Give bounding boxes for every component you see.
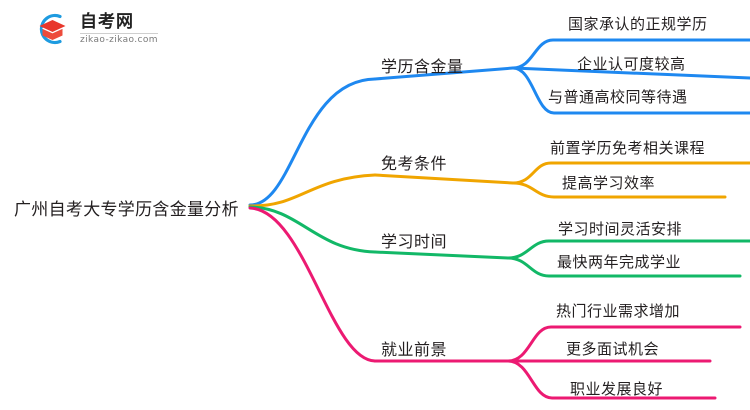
branch-2-spine (373, 173, 515, 185)
branch-connector-1 (248, 38, 750, 207)
branch-node-2[interactable]: 免考条件 (381, 156, 448, 173)
branch-1-leaf-2-link (511, 66, 750, 80)
graduation-cap-logo-icon (30, 8, 72, 50)
logo-title: 自考网 (80, 12, 134, 31)
branch-4-stem (248, 206, 377, 363)
leaf-node-2-2[interactable]: 提高学习效率 (562, 175, 656, 192)
leaf-node-1-1[interactable]: 国家承认的正规学历 (568, 16, 708, 33)
leaf-node-4-2[interactable]: 更多面试机会 (566, 341, 660, 358)
branch-3-stem (248, 205, 377, 254)
leaf-node-2-1[interactable]: 前置学历免考相关课程 (550, 140, 706, 157)
branch-1-leaf-3-link (511, 66, 750, 115)
leaf-node-3-2[interactable]: 最快两年完成学业 (557, 254, 682, 271)
branch-connector-3 (248, 205, 750, 278)
branch-node-4[interactable]: 就业前景 (381, 342, 448, 359)
branch-1-stem (248, 77, 377, 207)
leaf-node-3-1[interactable]: 学习时间灵活安排 (558, 221, 683, 238)
branch-3-leaf-2-link (506, 256, 742, 278)
logo-text-block: 自考网 zikao-zikao.com (80, 13, 158, 45)
branch-2-stem (248, 173, 377, 208)
leaf-node-1-2[interactable]: 企业认可度较高 (577, 56, 686, 73)
branch-1-spine (373, 66, 515, 81)
leaf-node-4-1[interactable]: 热门行业需求增加 (556, 303, 681, 320)
logo-divider (80, 33, 158, 34)
leaf-node-4-3[interactable]: 职业发展良好 (570, 381, 664, 398)
branch-2-leaf-2-link (511, 181, 727, 199)
branch-node-3[interactable]: 学习时间 (381, 234, 448, 251)
site-logo[interactable]: 自考网 zikao-zikao.com (30, 8, 158, 50)
branch-connector-2 (248, 161, 750, 208)
branch-connector-4 (248, 206, 742, 400)
leaf-node-1-3[interactable]: 与普通高校同等待遇 (548, 89, 688, 106)
branch-4-leaf-3-link (506, 359, 717, 400)
branch-3-spine (373, 250, 510, 260)
branch-node-1[interactable]: 学历含金量 (381, 59, 464, 76)
logo-subtitle: zikao-zikao.com (80, 35, 158, 45)
mindmap-root-node[interactable]: 广州自考大专学历含金量分析 (14, 200, 239, 219)
